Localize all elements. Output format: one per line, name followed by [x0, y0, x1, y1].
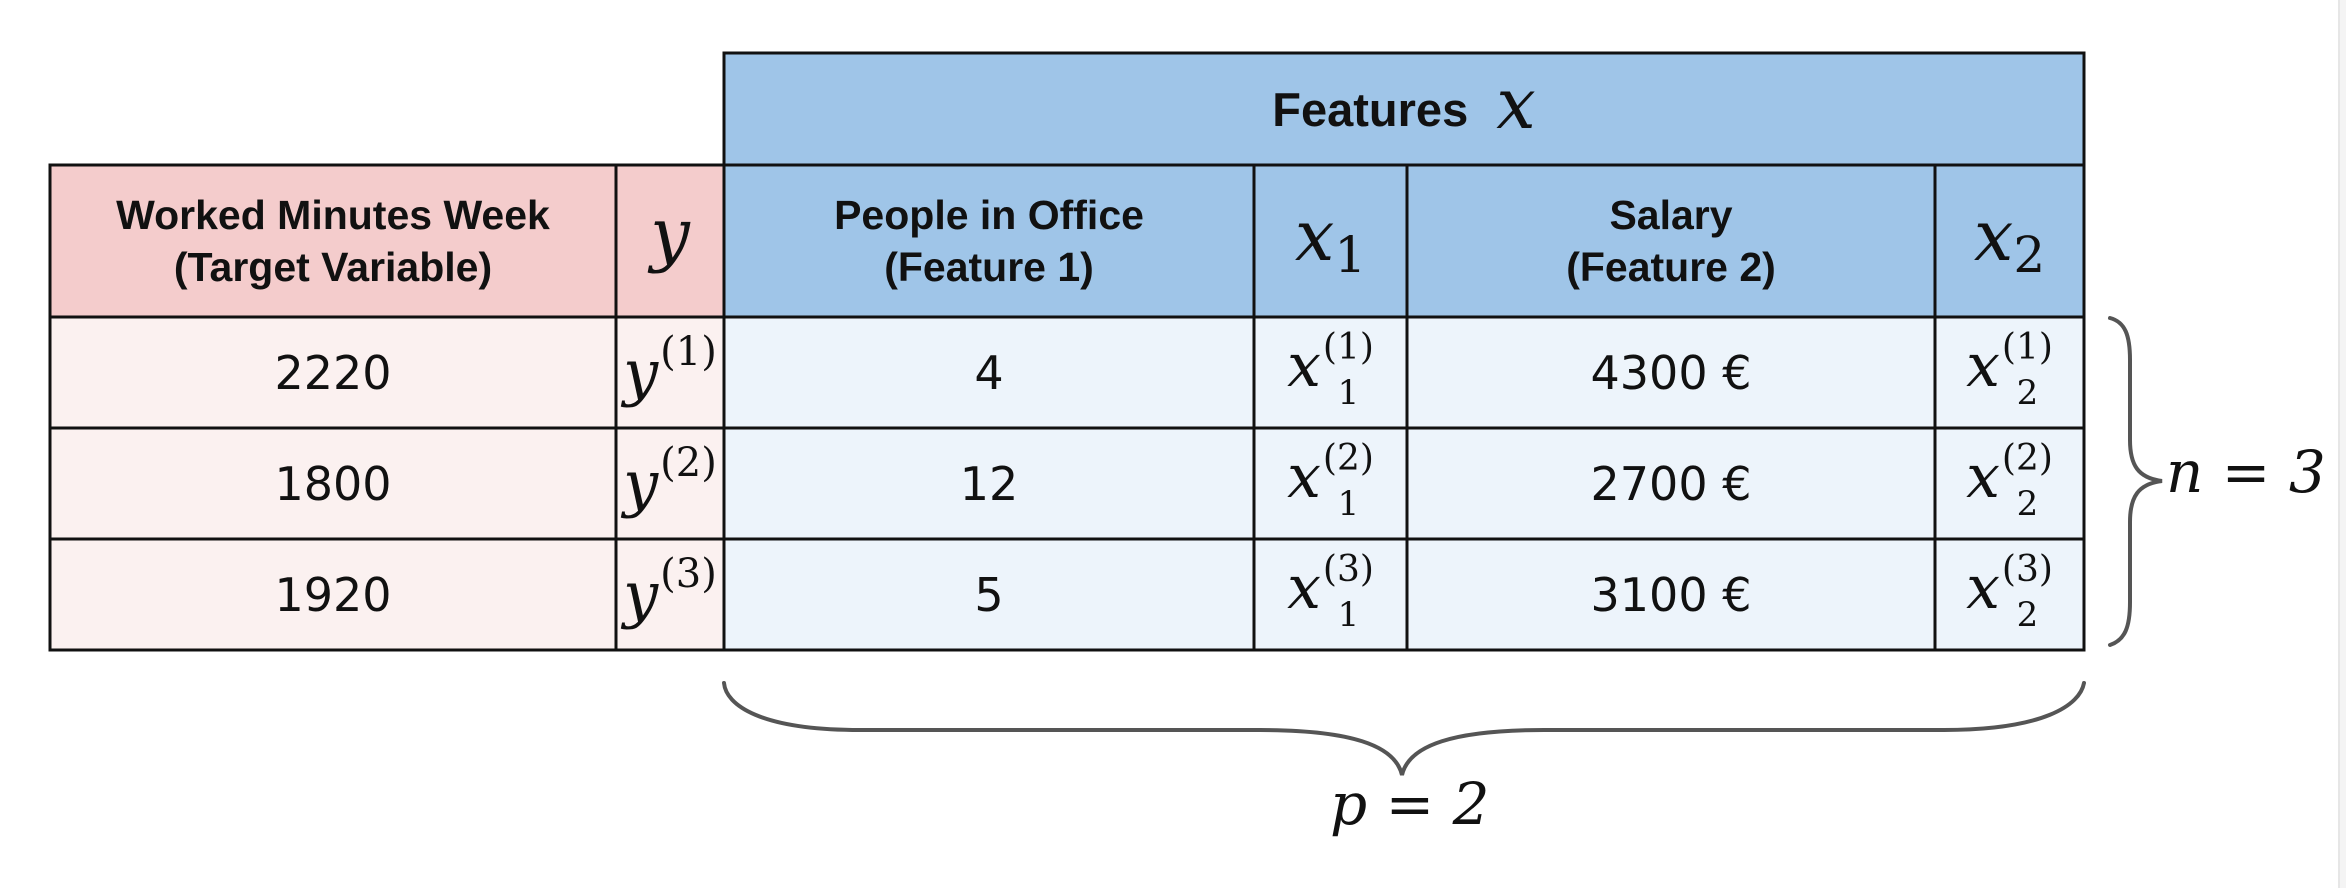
- x2-symbol-1: x(1)2: [1966, 326, 2053, 413]
- table-row-3-x2: x(3)2: [1935, 539, 2084, 650]
- y-symbol-1: y(1): [623, 328, 717, 409]
- feature2-header-line-1: Salary: [1609, 192, 1733, 238]
- target-header-line-1: Worked Minutes Week: [116, 192, 550, 238]
- x2-symbol-2: x(2)2: [1966, 437, 2053, 524]
- feature1-symbol-sub: 1: [1334, 226, 1367, 284]
- table-row-3-feature2: 3100 €: [1407, 539, 1935, 650]
- y-symbol-2: y(2): [623, 439, 717, 520]
- right-edge-strip: [2338, 0, 2346, 888]
- feature1-header: People in Office (Feature 1): [724, 165, 1254, 317]
- table-row-2-feature2-value: 2700 €: [1590, 456, 1752, 511]
- right-brace: [2108, 316, 2163, 647]
- table-row-3-feature1: 5: [724, 539, 1254, 650]
- table-row-2-target: 1800: [50, 428, 616, 539]
- table-row-1-feature1: 4: [724, 317, 1254, 428]
- table-row-1-y: y(1): [616, 317, 724, 428]
- table-row-2-feature1-value: 12: [959, 456, 1019, 511]
- table-row-1-target-value: 2220: [274, 345, 392, 400]
- table-row-2-x2: x(2)2: [1935, 428, 2084, 539]
- table-row-3-x1: x(3)1: [1254, 539, 1407, 650]
- feature2-symbol-header: x2: [1935, 165, 2084, 317]
- target-symbol: y: [650, 193, 690, 275]
- x1-symbol-2: x(2)1: [1287, 437, 1374, 524]
- table-row-3-y: y(3): [616, 539, 724, 650]
- table-row-2-y: y(2): [616, 428, 724, 539]
- x2-symbol-3: x(3)2: [1966, 548, 2053, 635]
- feature1-header-line-2: (Feature 1): [884, 244, 1094, 290]
- y-symbol-3: y(3): [623, 550, 717, 631]
- features-header: Features x: [724, 53, 2084, 165]
- table-row-3-feature1-value: 5: [974, 567, 1004, 622]
- feature2-symbol-base: x: [1973, 195, 2014, 277]
- n-label: n = 3: [2166, 438, 2326, 506]
- table-row-1-x1: x(1)1: [1254, 317, 1407, 428]
- feature2-header: Salary (Feature 2): [1407, 165, 1935, 317]
- table-row-2-x1: x(2)1: [1254, 428, 1407, 539]
- x1-symbol-1: x(1)1: [1287, 326, 1374, 413]
- target-symbol-header: y: [616, 165, 724, 317]
- table-row-2-feature1: 12: [724, 428, 1254, 539]
- feature2-header-line-2: (Feature 2): [1566, 244, 1776, 290]
- table-row-2-target-value: 1800: [274, 456, 392, 511]
- x1-symbol-3: x(3)1: [1287, 548, 1374, 635]
- target-header-line-2: (Target Variable): [173, 244, 493, 290]
- feature1-header-line-1: People in Office: [834, 192, 1144, 238]
- features-title: Features: [1272, 82, 1469, 136]
- feature2-symbol-sub: 2: [2013, 226, 2046, 284]
- table-row-1-feature1-value: 4: [974, 345, 1004, 400]
- bottom-brace: [722, 681, 2086, 776]
- p-label: p = 2: [1330, 770, 1490, 838]
- target-outline: [48, 163, 726, 652]
- table-row-1-feature2-value: 4300 €: [1590, 345, 1752, 400]
- table-row-3-feature2-value: 3100 €: [1590, 567, 1752, 622]
- feature1-symbol-header: x1: [1254, 165, 1407, 317]
- features-outline: [722, 51, 2086, 652]
- features-symbol: x: [1496, 63, 1536, 145]
- feature1-symbol: x1: [1294, 195, 1366, 284]
- table-row-3-target-value: 1920: [274, 567, 392, 622]
- table-row-2-feature2: 2700 €: [1407, 428, 1935, 539]
- target-header: Worked Minutes Week (Target Variable): [50, 165, 616, 317]
- table-row-3-target: 1920: [50, 539, 616, 650]
- feature1-symbol-base: x: [1294, 195, 1335, 277]
- table-row-1-x2: x(1)2: [1935, 317, 2084, 428]
- table-row-1-feature2: 4300 €: [1407, 317, 1935, 428]
- table-row-1-target: 2220: [50, 317, 616, 428]
- feature2-symbol: x2: [1973, 195, 2045, 284]
